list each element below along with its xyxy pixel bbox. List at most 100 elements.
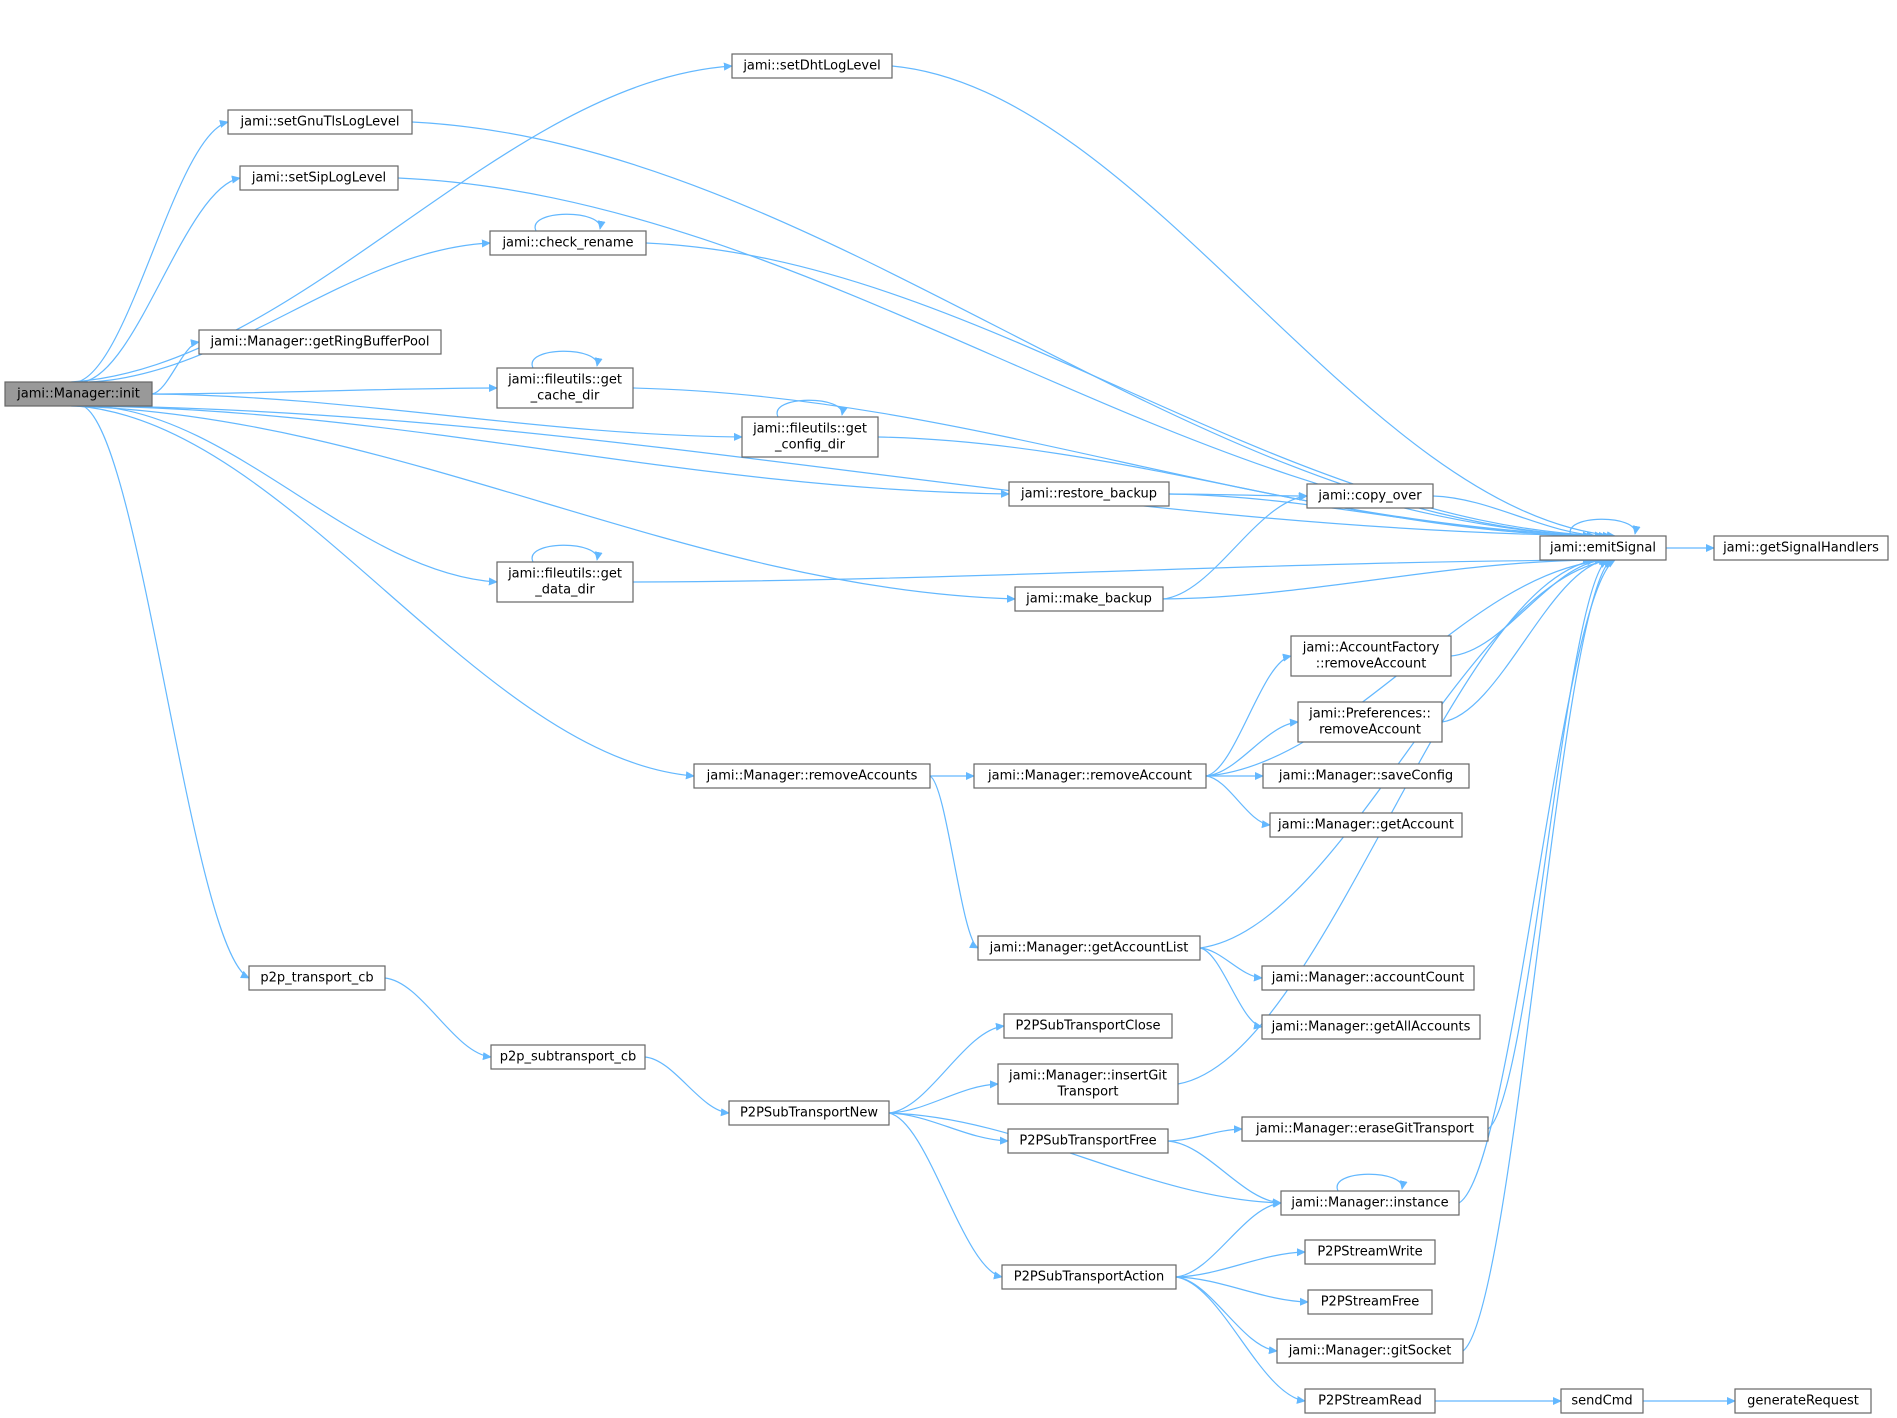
node-copy-over[interactable]: jami::copy_over xyxy=(1306,483,1434,509)
node-box xyxy=(1014,586,1164,612)
node-p2pstreamread[interactable]: P2PStreamRead xyxy=(1304,1388,1436,1414)
edge-pref-removeaccount-to-emitsignal xyxy=(1441,557,1608,723)
node-label: P2PSubTransportNew xyxy=(740,1106,878,1121)
edge-setgnutlsloglevel-to-emitsignal xyxy=(411,121,1592,540)
node-box xyxy=(1560,1388,1644,1414)
node-check-rename[interactable]: jami::check_rename xyxy=(489,230,647,256)
node-box xyxy=(1297,701,1443,743)
edge-p2psubtransportaction-to-gitsocket xyxy=(1175,1276,1278,1355)
edge-check-rename-to-check-rename xyxy=(534,213,606,232)
node-erasegittransport[interactable]: jami::Manager::eraseGitTransport xyxy=(1241,1116,1489,1142)
edge-p2psubtransportfree-to-erasegittransport xyxy=(1167,1125,1243,1142)
node-label: jami::Manager::getAccountList xyxy=(989,941,1189,956)
node-label: jami::check_rename xyxy=(501,236,633,251)
node-setgnutlsloglevel[interactable]: jami::setGnuTlsLogLevel xyxy=(227,109,413,135)
edge-p2p-subtransport-cb-to-p2psubtransportnew xyxy=(644,1056,730,1117)
node-label: jami::fileutils::get xyxy=(507,373,622,388)
edge-getaccountlist-to-accountcount xyxy=(1199,947,1263,982)
node-label: generateRequest xyxy=(1747,1394,1859,1409)
edge-get-cache-dir-to-emitsignal xyxy=(632,387,1612,540)
node-box xyxy=(1261,1014,1481,1040)
node-label: jami::Manager::init xyxy=(16,387,140,402)
node-generaterequest[interactable]: generateRequest xyxy=(1734,1388,1872,1414)
node-getallaccounts[interactable]: jami::Manager::getAllAccounts xyxy=(1261,1014,1481,1040)
edge-removeaccount-to-pref-removeaccount xyxy=(1205,718,1299,777)
node-box xyxy=(496,367,634,409)
node-get-config-dir[interactable]: jami::fileutils::get_config_dir xyxy=(741,416,879,458)
node-label: jami::fileutils::get xyxy=(752,422,867,437)
node-label: jami::emitSignal xyxy=(1549,541,1656,556)
node-setdhtloglevel[interactable]: jami::setDhtLogLevel xyxy=(731,53,893,79)
node-box xyxy=(1008,481,1170,507)
node-p2pstreamfree[interactable]: P2PStreamFree xyxy=(1307,1289,1433,1315)
node-init[interactable]: jami::Manager::init xyxy=(4,381,153,407)
node-gitsocket[interactable]: jami::Manager::gitSocket xyxy=(1276,1338,1464,1364)
edge-check-rename-to-emitsignal xyxy=(645,242,1604,540)
edge-p2psubtransportaction-to-p2pstreamread xyxy=(1175,1276,1306,1404)
node-instance[interactable]: jami::Manager::instance xyxy=(1280,1190,1460,1216)
node-box xyxy=(1276,1338,1464,1364)
node-label: _cache_dir xyxy=(530,389,600,404)
node-getsignalhandlers[interactable]: jami::getSignalHandlers xyxy=(1713,535,1889,561)
node-emitsignal[interactable]: jami::emitSignal xyxy=(1539,535,1667,561)
node-getaccountlist[interactable]: jami::Manager::getAccountList xyxy=(977,935,1201,961)
node-box xyxy=(741,416,879,458)
node-box xyxy=(198,329,442,355)
node-accountcount[interactable]: jami::Manager::accountCount xyxy=(1261,965,1475,991)
node-pref-removeaccount[interactable]: jami::Preferences::removeAccount xyxy=(1297,701,1443,743)
node-box xyxy=(489,230,647,256)
node-label: jami::fileutils::get xyxy=(507,567,622,582)
node-label: p2p_transport_cb xyxy=(260,971,373,986)
edge-get-cache-dir-to-get-cache-dir xyxy=(531,350,603,369)
edge-copy-over-to-emitsignal xyxy=(1432,495,1604,540)
node-box xyxy=(4,381,153,407)
node-box xyxy=(1280,1190,1460,1216)
node-setsiploglevel[interactable]: jami::setSipLogLevel xyxy=(239,165,399,191)
edge-init-to-get-data-dir xyxy=(95,405,498,586)
node-label: jami::make_backup xyxy=(1025,592,1152,607)
node-label: P2PSubTransportClose xyxy=(1015,1019,1160,1034)
node-box xyxy=(1001,1264,1177,1290)
node-label: jami::Manager::removeAccount xyxy=(987,769,1192,784)
node-p2pstreamwrite[interactable]: P2PStreamWrite xyxy=(1304,1239,1436,1265)
node-sendcmd[interactable]: sendCmd xyxy=(1560,1388,1644,1414)
node-p2p-subtransport-cb[interactable]: p2p_subtransport_cb xyxy=(490,1044,646,1070)
edge-p2psubtransportnew-to-insertgittransport xyxy=(888,1080,999,1114)
node-label: p2p_subtransport_cb xyxy=(500,1050,637,1065)
node-p2psubtransportclose[interactable]: P2PSubTransportClose xyxy=(1003,1013,1173,1039)
edge-init-to-get-config-dir xyxy=(151,393,743,441)
node-box xyxy=(1304,1239,1436,1265)
node-box xyxy=(1290,635,1452,677)
node-label: jami::Manager::eraseGitTransport xyxy=(1255,1122,1474,1137)
node-getringbufferpool[interactable]: jami::Manager::getRingBufferPool xyxy=(198,329,442,355)
node-p2psubtransportfree[interactable]: P2PSubTransportFree xyxy=(1007,1128,1169,1154)
node-label: jami::Manager::gitSocket xyxy=(1288,1344,1452,1359)
node-make-backup[interactable]: jami::make_backup xyxy=(1014,586,1164,612)
edge-init-to-check-rename xyxy=(89,239,491,383)
node-get-cache-dir[interactable]: jami::fileutils::get_cache_dir xyxy=(496,367,634,409)
node-label: jami::AccountFactory xyxy=(1302,641,1440,656)
node-box xyxy=(1261,965,1475,991)
node-removeaccount[interactable]: jami::Manager::removeAccount xyxy=(973,763,1207,789)
node-p2psubtransportaction[interactable]: P2PSubTransportAction xyxy=(1001,1264,1177,1290)
node-restore-backup[interactable]: jami::restore_backup xyxy=(1008,481,1170,507)
node-p2p-transport-cb[interactable]: p2p_transport_cb xyxy=(248,965,386,991)
node-getaccount[interactable]: jami::Manager::getAccount xyxy=(1269,812,1463,838)
node-removeaccounts[interactable]: jami::Manager::removeAccounts xyxy=(693,763,931,789)
edge-get-data-dir-to-get-data-dir xyxy=(531,544,603,563)
node-label: jami::setGnuTlsLogLevel xyxy=(240,115,400,130)
node-box xyxy=(1304,1388,1436,1414)
edge-p2psubtransportaction-to-instance xyxy=(1175,1199,1282,1278)
node-box xyxy=(1539,535,1667,561)
edge-init-to-make-backup xyxy=(71,405,1016,603)
edge-getaccountlist-to-getallaccounts xyxy=(1199,947,1263,1030)
edge-p2psubtransportnew-to-p2psubtransportfree xyxy=(888,1112,1009,1145)
node-p2psubtransportnew[interactable]: P2PSubTransportNew xyxy=(728,1100,890,1126)
node-box xyxy=(973,763,1207,789)
node-saveconfig[interactable]: jami::Manager::saveConfig xyxy=(1262,763,1470,789)
node-af-removeaccount[interactable]: jami::AccountFactory::removeAccount xyxy=(1290,635,1452,677)
node-label: jami::setSipLogLevel xyxy=(251,171,386,186)
edge-restore-backup-to-copy-over xyxy=(1168,491,1308,501)
node-get-data-dir[interactable]: jami::fileutils::get_data_dir xyxy=(496,561,634,603)
